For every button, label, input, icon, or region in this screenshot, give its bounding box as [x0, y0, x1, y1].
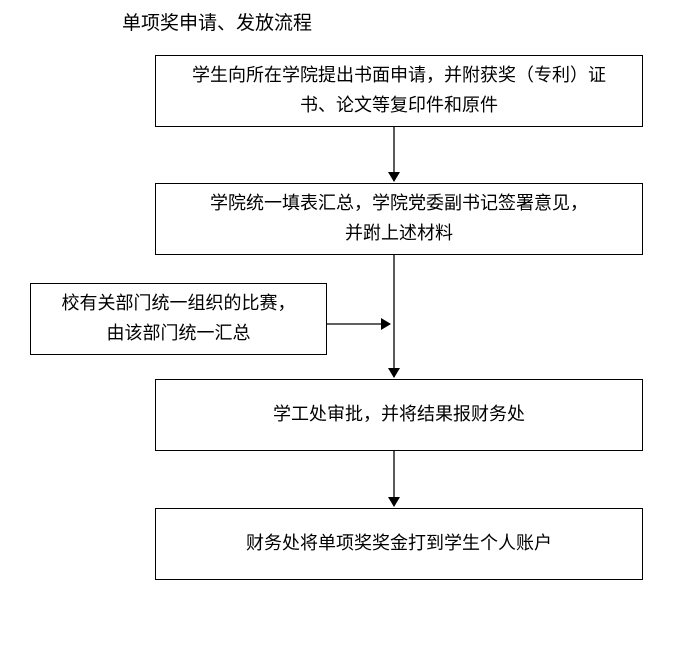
side-note-line2: 由该部门统一汇总 — [106, 323, 251, 344]
step-1-box: 学生向所在学院提出书面申请，并附获奖（专利）证 书、论文等复印件和原件 — [155, 55, 643, 127]
side-note-line1: 校有关部门统一组织的比赛， — [61, 293, 296, 314]
step-2-text-line2: 并跗上述材料 — [345, 223, 453, 244]
step-1-text-line1: 学生向所在学院提出书面申请，并附获奖（专利）证 — [192, 65, 606, 86]
step-3-box: 学工处审批，并将结果报财务处 — [155, 379, 643, 451]
step-3-text: 学工处审批，并将结果报财务处 — [273, 404, 525, 425]
page-title: 单项奖申请、发放流程 — [122, 12, 313, 34]
side-note-box: 校有关部门统一组织的比赛， 由该部门统一汇总 — [30, 283, 327, 355]
step-2-box: 学院统一填表汇总，学院党委副书记签署意见， 并跗上述材料 — [155, 183, 643, 255]
step-4-text: 财务处将单项奖奖金打到学生个人账户 — [246, 533, 552, 554]
step-2-text-line1: 学院统一填表汇总，学院党委副书记签署意见， — [210, 193, 588, 214]
step-4-box: 财务处将单项奖奖金打到学生个人账户 — [155, 508, 643, 580]
step-1-text-line2: 书、论文等复印件和原件 — [300, 95, 498, 116]
